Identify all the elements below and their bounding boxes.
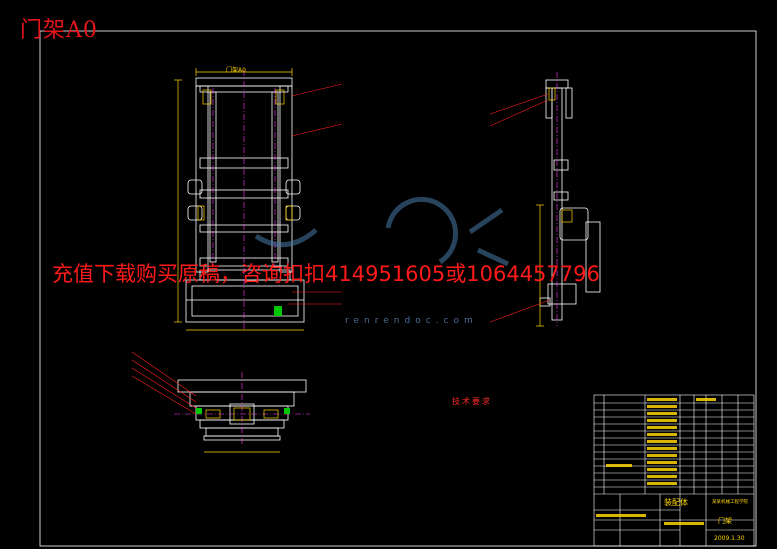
side-accents — [536, 87, 573, 327]
front-centerlines — [212, 70, 276, 330]
title-block-name: 装配体 — [664, 498, 688, 507]
top-dimension-label: 门架A0 — [226, 67, 246, 74]
title-block-group: 某某机械工程学院 — [712, 500, 748, 505]
title-block-fills — [596, 398, 716, 525]
front-accents — [174, 68, 304, 331]
watermark-text: renrendoc.com — [345, 316, 478, 326]
front-leaders — [288, 83, 343, 305]
top-leaders — [131, 351, 197, 415]
top-hatch — [196, 408, 290, 414]
promo-text: 充值下载购买原稿，咨询扣扣414951605或1064457796 — [52, 262, 600, 286]
watermark-logo — [254, 196, 510, 267]
drawing-frame — [39, 30, 757, 547]
front-hatch — [274, 306, 282, 316]
tech-requirements-title: 技术要求 — [452, 397, 492, 406]
title-block-part: 门架 — [718, 517, 732, 525]
title-block — [593, 394, 755, 547]
side-leaders — [489, 93, 551, 323]
title-block-date: 2009.1.30 — [714, 535, 745, 542]
top-accents — [204, 407, 280, 453]
drawing-title: 门架A0 — [20, 18, 98, 43]
